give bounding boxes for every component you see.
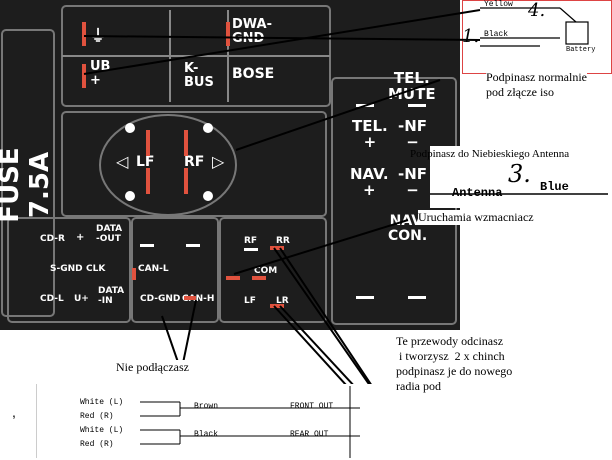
kbus-label: K- BUS bbox=[184, 61, 214, 90]
can-h-label: CAN-H bbox=[182, 294, 215, 304]
battery-inset bbox=[462, 0, 612, 74]
dwa-gnd-label: DWA- GND bbox=[232, 17, 273, 46]
step-3-label: 3. bbox=[508, 160, 531, 188]
battery-label: Battery bbox=[566, 46, 596, 54]
step-1-label: 1. bbox=[462, 26, 480, 47]
lf-speaker-label: LF bbox=[136, 154, 155, 170]
rca-row-3-out: REAR OUT bbox=[290, 430, 329, 439]
cinch-annotation: Te przewody odcinasz i tworzysz 2 x chin… bbox=[396, 334, 513, 394]
tel-mute-label: TEL. MUTE bbox=[388, 69, 436, 103]
speaker-left-icon: ◁ bbox=[116, 152, 129, 171]
rca-row-3-color: Black bbox=[194, 430, 219, 439]
rca-row-1-left: White (L) bbox=[80, 398, 124, 407]
rca-row-4-left: Red (R) bbox=[80, 440, 114, 449]
antenna-annotation: Podpinasz do Niebieskiego Antenna bbox=[410, 148, 570, 160]
nie-annotation: Nie podłączasz bbox=[116, 360, 189, 375]
bose-label: BOSE bbox=[232, 66, 275, 82]
rf-out-label: RF bbox=[244, 236, 258, 246]
rca-row-2-left: Red (R) bbox=[80, 412, 114, 421]
data-out-label: DATA -OUT bbox=[96, 224, 123, 244]
lf-out-label: LF bbox=[244, 296, 256, 306]
nav-plus-label: NAV. + bbox=[350, 165, 389, 199]
speaker-right-icon: ▷ bbox=[212, 152, 225, 171]
yellow-wire-label: Yellow bbox=[484, 0, 513, 9]
blue-word: Blue bbox=[540, 180, 569, 194]
rca-inset bbox=[36, 384, 389, 458]
data-in-label: DATA -IN bbox=[98, 286, 125, 306]
cd-l-label: CD-L bbox=[40, 294, 64, 304]
nf1-label: -NF − bbox=[398, 117, 428, 151]
s-gnd-label: S-GND bbox=[50, 264, 83, 274]
cd-r-label: CD-R bbox=[40, 234, 65, 244]
iso-annotation: Podpinasz normalnie pod złącze iso bbox=[486, 70, 587, 100]
rf-speaker-label: RF bbox=[184, 154, 205, 170]
u-plus-label: U+ bbox=[74, 294, 89, 304]
cd-plus-label: + bbox=[76, 232, 85, 243]
rr-out-label: RR bbox=[276, 236, 290, 246]
amp-annotation: Uruchamia wzmacniacz bbox=[418, 210, 534, 225]
rca-row-1-color: Brown bbox=[194, 402, 219, 411]
cd-gnd-label: CD-GND bbox=[140, 294, 181, 304]
stray-mark: , bbox=[12, 404, 16, 420]
step-4-label: 4. bbox=[528, 0, 546, 21]
rca-row-3-left: White (L) bbox=[80, 426, 124, 435]
com-label: COM bbox=[254, 266, 278, 276]
antenna-inset bbox=[430, 146, 610, 208]
tel-plus-label: TEL. + bbox=[352, 117, 388, 151]
antenna-word: Antenna bbox=[452, 186, 503, 200]
rca-row-1-out: FRONT OUT bbox=[290, 402, 334, 411]
clk-label: CLK bbox=[86, 264, 106, 274]
black-wire-label: Black bbox=[484, 30, 509, 39]
lr-out-label: LR bbox=[276, 296, 289, 306]
nf2-label: -NF − bbox=[398, 165, 428, 199]
can-l-label: CAN-L bbox=[138, 264, 169, 274]
